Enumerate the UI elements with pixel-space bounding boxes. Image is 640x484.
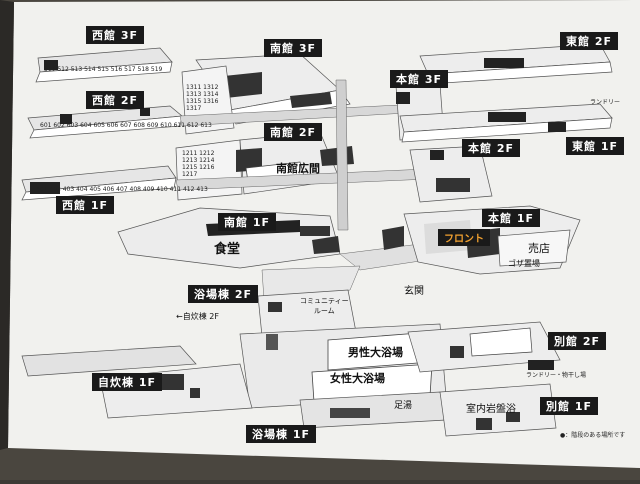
label-east-1f: 東館 1F bbox=[566, 137, 624, 155]
west-wing-2f bbox=[27, 105, 183, 139]
label-annex-2f: 別館 2F bbox=[548, 332, 606, 350]
label-annex-1f: 別館 1F bbox=[540, 397, 598, 415]
label-west-1f: 西館 1F bbox=[56, 196, 114, 214]
main-bldg-2f bbox=[409, 145, 493, 203]
annex-2f bbox=[407, 321, 561, 373]
label-selfcook-1f: 自炊棟 1F bbox=[92, 373, 162, 391]
label-south-3f: 南館 3F bbox=[264, 39, 322, 57]
front-desk-label: フロント bbox=[438, 229, 490, 246]
label-west-2f: 西館 2F bbox=[86, 91, 144, 109]
paper-shadow bbox=[0, 0, 14, 450]
footbath-label: 足湯 bbox=[394, 401, 413, 411]
plaza-label: 南館広間 bbox=[276, 162, 320, 175]
label-east-2f: 東館 2F bbox=[560, 32, 618, 50]
female-bath-label: 女性大浴場 bbox=[330, 372, 385, 385]
male-bath-label: 男性大浴場 bbox=[348, 346, 403, 359]
east-wing-1f bbox=[399, 103, 613, 143]
shop-label: 売店 bbox=[528, 242, 550, 255]
room-list-west-2f: 601 602 603 604 605 606 607 608 609 610 … bbox=[40, 122, 212, 129]
rock-bath-label: 室内岩盤浴 bbox=[466, 404, 516, 415]
west-wing-1f bbox=[21, 165, 177, 201]
label-bath-2f: 浴場棟 2F bbox=[188, 285, 258, 303]
label-bath-1f: 浴場棟 1F bbox=[246, 425, 316, 443]
label-main-2f: 本館 2F bbox=[462, 139, 520, 157]
room-list-west-1f: 401 402 403 404 405 406 407 408 409 410 … bbox=[36, 186, 208, 193]
room-list-south-2f: 1211 1212 1213 1214 1215 1216 1217 bbox=[182, 150, 215, 178]
laundry-dry-label: ランドリー・物干し場 bbox=[526, 372, 587, 379]
community-room-label: コミュニティー ルーム bbox=[300, 297, 349, 315]
legend-note: ●：階段のある場所です bbox=[560, 432, 626, 439]
annex-1f bbox=[439, 383, 557, 437]
label-main-1f: 本館 1F bbox=[482, 209, 540, 227]
west-wing-3f bbox=[35, 47, 173, 83]
label-south-1f: 南館 1F bbox=[218, 213, 276, 231]
room-list-west-3f: 511 512 513 514 515 516 517 518 519 bbox=[44, 66, 163, 73]
bath-bldg-1f bbox=[239, 323, 447, 429]
entrance-label: 玄関 bbox=[404, 286, 424, 297]
label-south-2f: 南館 2F bbox=[264, 123, 322, 141]
laundry-label: ランドリー bbox=[590, 99, 621, 106]
dining-label: 食堂 bbox=[214, 242, 241, 257]
label-west-3f: 西館 3F bbox=[86, 26, 144, 44]
to-selfcook-2f-label: ←自炊棟 2F bbox=[176, 312, 219, 321]
label-main-3f: 本館 3F bbox=[390, 70, 448, 88]
room-list-south-3f: 1311 1312 1313 1314 1315 1316 1317 bbox=[186, 84, 219, 112]
goza-storage-label: ゴザ置場 bbox=[508, 259, 540, 268]
